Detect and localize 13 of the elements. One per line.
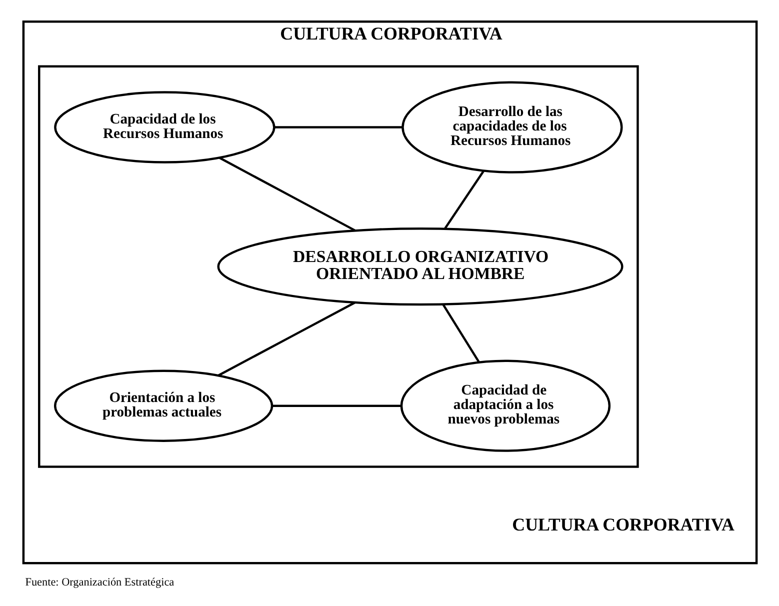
connector xyxy=(272,404,401,407)
connector xyxy=(442,304,480,363)
connector xyxy=(444,170,484,230)
connector xyxy=(217,302,355,377)
node-ellipse: Capacidad de los Recursos Humanos xyxy=(54,91,275,164)
connector xyxy=(218,156,355,232)
connector xyxy=(274,126,402,128)
node-ellipse: Desarrollo de las capacidades de los Recursos Humanos xyxy=(401,81,622,174)
caption: Fuente: Organización Estratégica xyxy=(24,576,174,589)
node-ellipse: Capacidad de adaptación a los nuevos problemas xyxy=(400,360,610,452)
node-ellipse: Orientación a los problemas actuales xyxy=(54,370,273,442)
node-ellipse: DESARROLLO ORGANIZATIVO ORIENTADO AL HOMBRE xyxy=(216,227,623,306)
cluster xyxy=(38,65,638,468)
